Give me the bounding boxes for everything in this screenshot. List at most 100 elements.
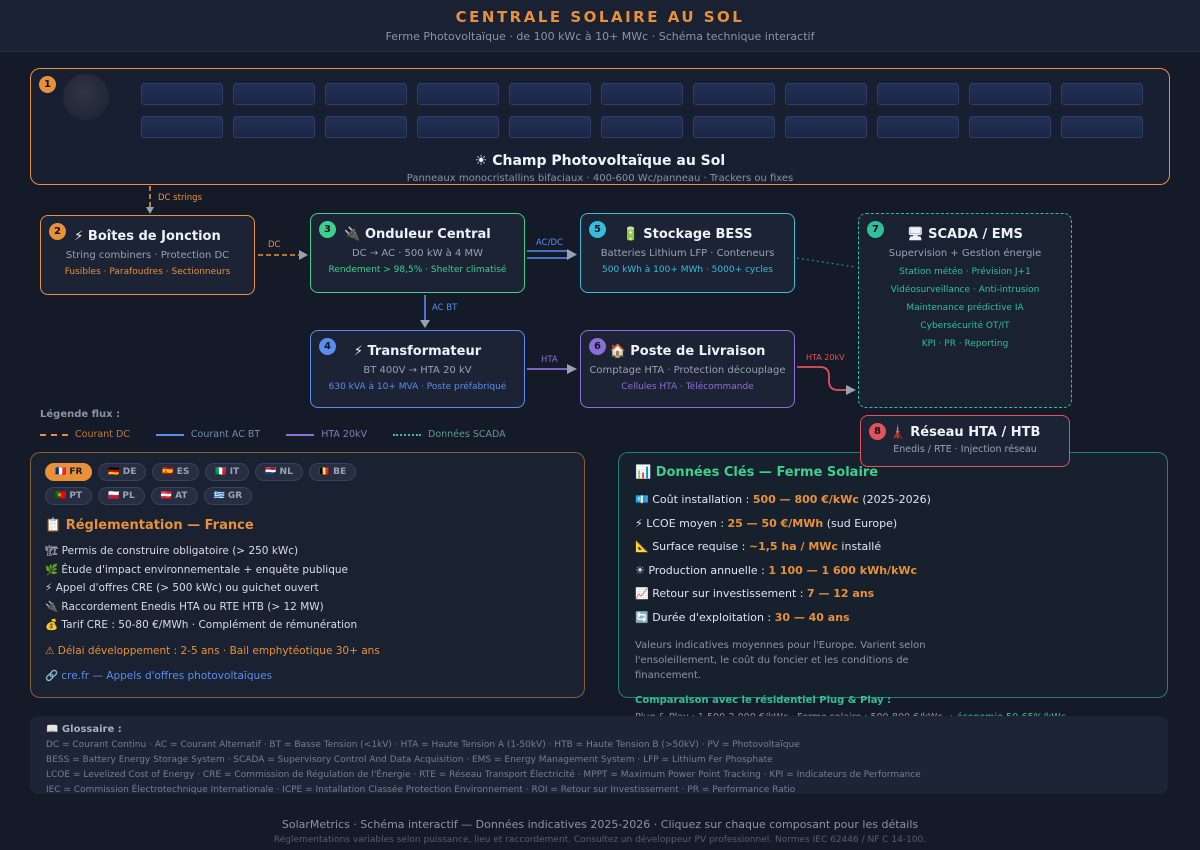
- country-tab-es[interactable]: 🇪🇸 ES: [152, 463, 200, 481]
- key-data-value: 30 — 40 ans: [774, 610, 850, 624]
- step-badge-1: 1: [39, 76, 56, 93]
- regulation-item: 💰 Tarif CRE : 50-80 €/MWh · Complément d…: [45, 619, 358, 631]
- key-data-note: Valeurs indicatives moyennes pour l'Euro…: [635, 639, 926, 681]
- node-junction-boxes[interactable]: 2 ⚡ Boîtes de Jonction String combiners …: [40, 215, 255, 295]
- scada-line-swatch: [393, 433, 422, 436]
- pv-panel: [141, 83, 223, 105]
- step-badge-6: 6: [589, 338, 606, 355]
- node-title: 🔌 Onduleur Central: [344, 227, 491, 242]
- pv-panel: [1061, 116, 1143, 138]
- regulation-item: 🏗 Permis de construire obligatoire (> 25…: [45, 545, 299, 557]
- key-data-row: 🔄 Durée d'exploitation : 30 — 40 ans: [635, 611, 1151, 624]
- pv-array: [141, 83, 1145, 149]
- pv-panel: [969, 116, 1051, 138]
- key-data-value: 25 — 50 €/MWh: [727, 516, 824, 530]
- country-selector: 🇫🇷 FR 🇩🇪 DE 🇪🇸 ES 🇮🇹 IT 🇳🇱 NL 🇧🇪 BE 🇵🇹 P…: [45, 463, 365, 505]
- pv-panel: [969, 83, 1051, 105]
- step-badge-4: 4: [319, 338, 336, 355]
- footer-line2: Réglementations variables selon puissanc…: [273, 835, 927, 845]
- pv-panel: [785, 116, 867, 138]
- country-tab-at[interactable]: 🇦🇹 AT: [150, 487, 198, 505]
- key-data-value: ~1,5 ha / MWc: [748, 540, 838, 553]
- country-tab-it[interactable]: 🇮🇹 IT: [205, 463, 250, 481]
- scada-feature: Cybersécurité OT/IT: [920, 321, 1010, 331]
- pv-panel: [877, 116, 959, 138]
- sun-icon: [63, 74, 109, 120]
- ac-line-swatch: [155, 433, 184, 436]
- pv-panel: [325, 83, 407, 105]
- key-data-row: 💶 Coût installation : 500 — 800 €/kWc (2…: [635, 493, 1151, 506]
- country-tab-nl[interactable]: 🇳🇱 NL: [255, 463, 303, 481]
- flow-label-hta20kv: HTA 20kV: [806, 353, 845, 362]
- node-transformer[interactable]: 4 ⚡ Transformateur BT 400V → HTA 20 kV 6…: [310, 330, 525, 408]
- country-tab-pl[interactable]: 🇵🇱 PL: [98, 487, 145, 505]
- step-badge-2: 2: [49, 223, 66, 240]
- node-hv-grid[interactable]: 8 🗼 Réseau HTA / HTB Enedis / RTE · Inje…: [860, 415, 1070, 467]
- node-delivery-substation[interactable]: 6 🏠 Poste de Livraison Comptage HTA · Pr…: [580, 330, 795, 408]
- key-data-row: 📐 Surface requise : ~1,5 ha / MWc instal…: [635, 540, 1151, 553]
- node-pv-field[interactable]: 1 ☀ Champ Photovoltaïque au Sol Panneaux…: [30, 68, 1170, 185]
- legend-label: Courant AC BT: [190, 429, 261, 440]
- regulation-panel: 🇫🇷 FR 🇩🇪 DE 🇪🇸 ES 🇮🇹 IT 🇳🇱 NL 🇧🇪 BE 🇵🇹 P…: [30, 452, 585, 698]
- node-line2: 630 kVA à 10+ MVA · Poste préfabriqué: [328, 382, 507, 392]
- pv-panel: [693, 83, 775, 105]
- node-line2: Cellules HTA · Télécommande: [621, 382, 754, 392]
- glossary-line: DC = Courant Continu · AC = Courant Alte…: [46, 740, 800, 750]
- glossary-line: LCOE = Levelized Cost of Energy · CRE = …: [46, 770, 921, 780]
- node-line1: Comptage HTA · Protection découplage: [589, 365, 786, 376]
- flow-label-acbt: AC BT: [432, 303, 458, 313]
- cre-link[interactable]: 🔗 cre.fr — Appels d'offres photovoltaïqu…: [45, 669, 273, 682]
- country-tab-be[interactable]: 🇧🇪 BE: [308, 463, 357, 481]
- pv-panel: [141, 116, 223, 138]
- scada-feature-list: Station météo · Prévision J+1 Vidéosurve…: [859, 267, 1071, 349]
- regulation-list: 🏗 Permis de construire obligatoire (> 25…: [45, 542, 570, 635]
- glossary-title: 📖 Glossaire :: [46, 724, 122, 735]
- node-line2: Rendement > 98,5% · Shelter climatisé: [328, 265, 507, 275]
- regulation-title: 📋 Réglementation — France: [45, 518, 254, 533]
- pv-panel: [1061, 83, 1143, 105]
- flow-legend: Légende flux : Courant DC Courant AC BT …: [40, 409, 506, 440]
- pv-panel: [877, 83, 959, 105]
- key-data-label: ⚡ LCOE moyen :: [635, 516, 728, 530]
- key-data-value: 7 — 12 ans: [806, 587, 875, 600]
- node-subtitle: Panneaux monocristallins bifaciaux · 400…: [406, 173, 794, 184]
- flow-label-dc: DC: [268, 240, 281, 250]
- country-tab-gr[interactable]: 🇬🇷 GR: [203, 487, 253, 505]
- pv-panel: [509, 83, 591, 105]
- footer-line1: SolarMetrics · Schéma interactif — Donné…: [281, 818, 919, 831]
- step-badge-3: 3: [319, 221, 336, 238]
- regulation-item: ⚡ Appel d'offres CRE (> 500 kWc) ou guic…: [45, 582, 319, 594]
- node-line1: Enedis / RTE · Injection réseau: [893, 444, 1037, 455]
- country-tab-pt[interactable]: 🇵🇹 PT: [45, 487, 93, 505]
- node-title: 🏠 Poste de Livraison: [609, 344, 766, 359]
- key-data-row: ⚡ LCOE moyen : 25 — 50 €/MWh (sud Europe…: [635, 517, 1151, 530]
- country-tab-de[interactable]: 🇩🇪 DE: [98, 463, 147, 481]
- node-central-inverter[interactable]: 3 🔌 Onduleur Central DC → AC · 500 kW à …: [310, 213, 525, 293]
- node-bess-storage[interactable]: 5 🔋 Stockage BESS Batteries Lithium LFP …: [580, 213, 795, 293]
- comparison-title: Comparaison avec le résidentiel Plug & P…: [635, 694, 892, 706]
- node-line2: 500 kWh à 100+ MWh · 5000+ cycles: [602, 265, 773, 275]
- pv-panel: [785, 83, 867, 105]
- glossary-line: IEC = Commission Électrotechnique Intern…: [46, 785, 796, 795]
- key-data-label: 📐 Surface requise :: [635, 540, 749, 553]
- flow-label-dc-strings: DC strings: [158, 193, 203, 203]
- node-scada-ems[interactable]: 7 🖥 SCADA / EMS Supervision + Gestion én…: [858, 213, 1072, 408]
- glossary-panel: 📖 Glossaire : DC = Courant Continu · AC …: [30, 716, 1168, 795]
- legend-label: Données SCADA: [428, 429, 506, 440]
- dc-line-swatch: [40, 433, 68, 436]
- flow-label-hta: HTA: [541, 355, 558, 365]
- country-tab-fr[interactable]: 🇫🇷 FR: [45, 463, 93, 481]
- pv-panel: [601, 116, 683, 138]
- page-subtitle: Ferme Photovoltaïque · de 100 kWc à 10+ …: [385, 30, 815, 43]
- node-line1: String combiners · Protection DC: [65, 250, 230, 261]
- key-data-row: ☀ Production annuelle : 1 100 — 1 600 kW…: [635, 564, 1151, 577]
- key-data-label: 🔄 Durée d'exploitation :: [635, 610, 775, 624]
- node-line1: Batteries Lithium LFP · Conteneurs: [600, 248, 775, 259]
- pv-panel: [417, 83, 499, 105]
- key-data-suffix: installé: [837, 540, 882, 553]
- header: CENTRALE SOLAIRE AU SOL Ferme Photovolta…: [0, 0, 1200, 52]
- scada-feature: KPI · PR · Reporting: [921, 339, 1009, 349]
- pv-panel: [233, 83, 315, 105]
- node-title: ⚡ Transformateur: [353, 344, 482, 359]
- node-line2: Fusibles · Parafoudres · Sectionneurs: [64, 267, 231, 277]
